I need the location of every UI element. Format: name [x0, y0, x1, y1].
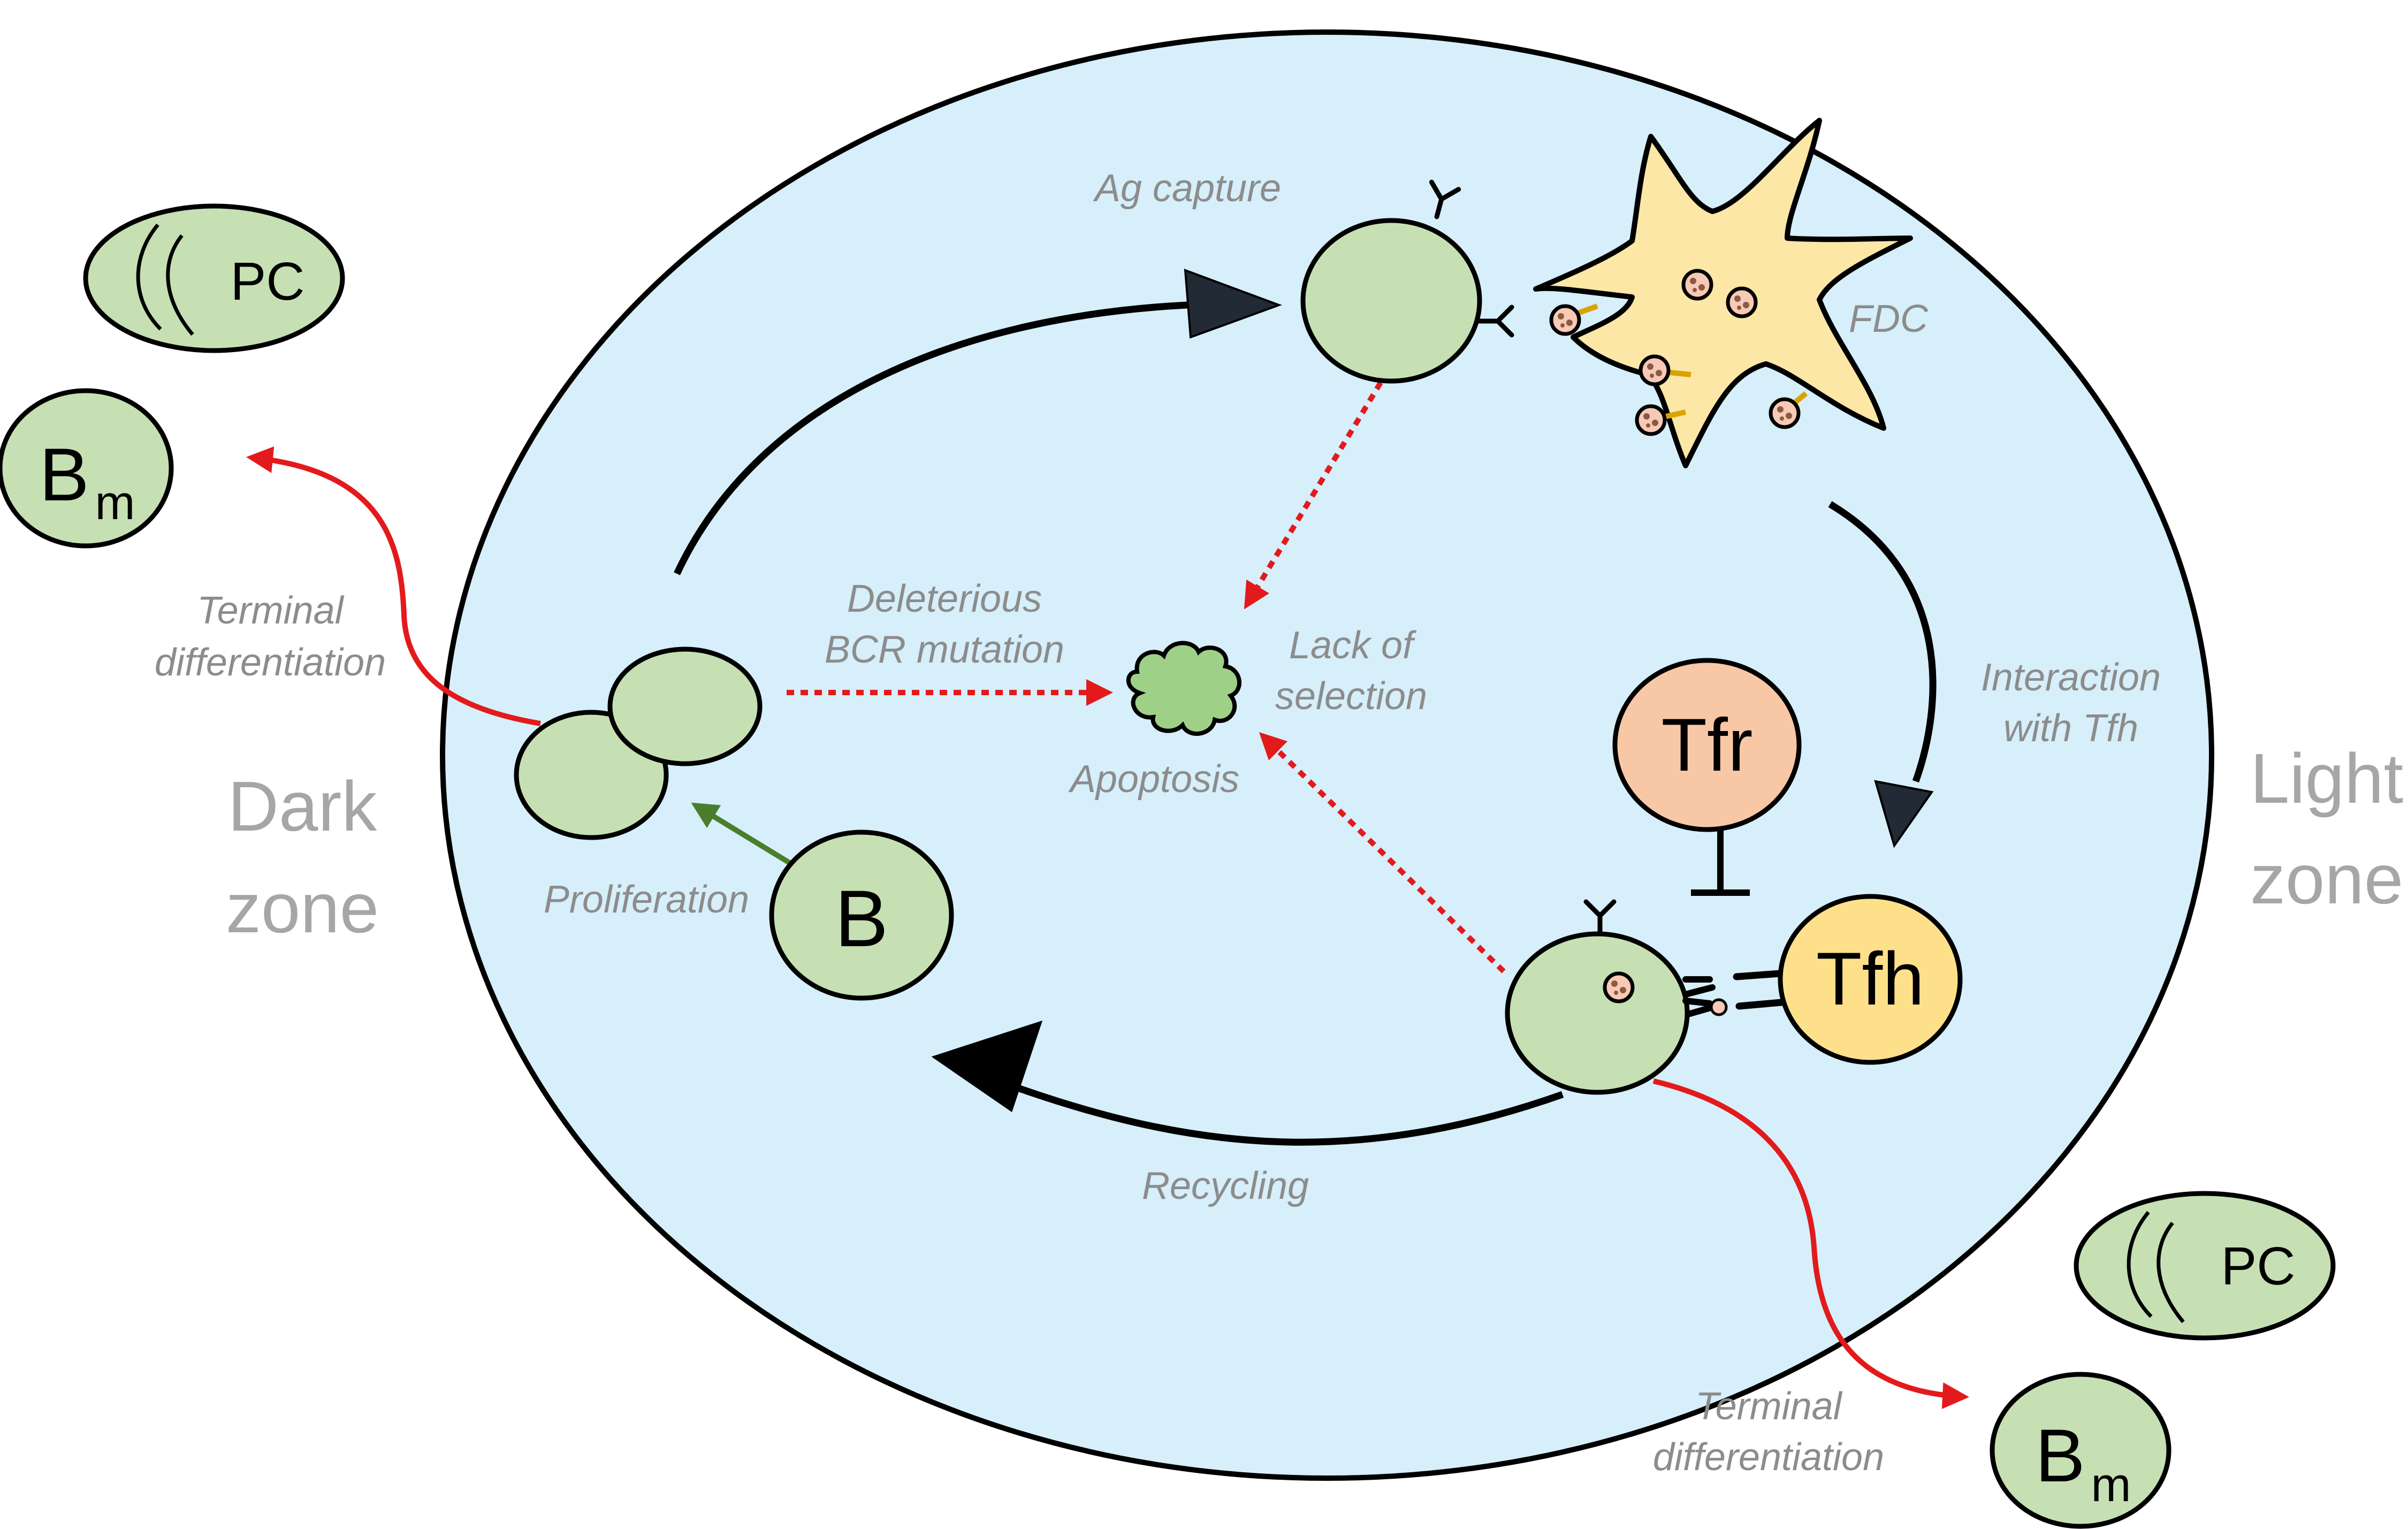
antigen-complex-icon — [1683, 271, 1711, 299]
memory-b-cell-right — [1990, 1372, 2171, 1529]
antigen-complex-icon — [1771, 399, 1799, 427]
pc-label-left: PC — [231, 252, 305, 311]
ag-capture-label: Ag capture — [1093, 167, 1281, 210]
antigen-complex-icon — [1641, 356, 1668, 384]
antigen-complex-icon — [1551, 306, 1579, 334]
mhc-contact — [1682, 976, 1716, 998]
terminal-diff-right-1: Terminal — [1695, 1385, 1842, 1428]
bm-sub-right: m — [2091, 1458, 2131, 1512]
lack-selection-label-2: selection — [1275, 675, 1427, 718]
apoptotic-body-icon — [1126, 641, 1241, 736]
light-zone-label: Light — [2250, 739, 2403, 818]
terminal-diff-right-2: differentiation — [1653, 1436, 1884, 1479]
pc-label-right: PC — [2221, 1236, 2296, 1296]
mhc-contact — [1682, 998, 1716, 1017]
interaction-arrowhead — [1874, 780, 1934, 848]
antigen-complex-icon — [1605, 973, 1633, 1001]
antigen-complex-icon — [1728, 288, 1756, 316]
recycling-arrow — [1004, 1080, 1564, 1146]
lack-selection-arrow — [1259, 732, 1506, 973]
tfr-cell — [1612, 658, 1802, 832]
terminal-diff-arrow-right — [1652, 1078, 1969, 1409]
ag-capture-arrow — [674, 300, 1215, 575]
interaction-label-2: with Tfh — [2003, 707, 2138, 750]
proliferation-label: Proliferation — [544, 878, 749, 921]
recycling-arrowhead — [931, 1020, 1043, 1113]
deleterious-label-1: Deleterious — [847, 577, 1042, 620]
terminal-diff-left-2: differentiation — [155, 641, 386, 684]
ag-capture-arrowhead — [1184, 269, 1282, 339]
bm-label-right: B — [2035, 1413, 2085, 1497]
ag-capture-b-cell — [1300, 218, 1482, 384]
deleterious-label-2: BCR mutation — [825, 628, 1064, 671]
proliferation-arrow — [691, 802, 794, 867]
terminal-diff-arrow-left — [246, 446, 541, 726]
apoptosis-label: Apoptosis — [1068, 758, 1239, 801]
inhibition-bar-icon — [1691, 827, 1750, 896]
germinal-center — [440, 29, 2214, 1481]
dark-zone-label-2: zone — [226, 869, 379, 947]
plasma-cell-er-icon — [2127, 1211, 2185, 1323]
selected-b-cell — [1505, 931, 1690, 1095]
recycling-label: Recycling — [1142, 1165, 1309, 1207]
b-cell-label: B — [835, 873, 888, 963]
interaction-arrow — [1828, 501, 1937, 783]
peptide-dot — [1710, 998, 1728, 1016]
lack-selection-label-1: Lack of — [1289, 624, 1417, 667]
memory-b-cell-left — [0, 388, 174, 549]
plasma-cell-er-icon — [136, 223, 194, 336]
ag-fail-arrow — [1244, 381, 1383, 610]
dark-zone-label: Dark — [228, 767, 378, 846]
fdc-label: FDC — [1849, 298, 1929, 340]
light-zone-label-2: zone — [2250, 840, 2403, 918]
tfr-label: Tfr — [1661, 703, 1752, 787]
terminal-diff-left-1: Terminal — [197, 589, 344, 632]
b-cell — [769, 830, 954, 1001]
interaction-label-1: Interaction — [1981, 656, 2161, 699]
antigen-complex-icon — [1637, 406, 1665, 434]
dividing-b-cell-upper — [607, 646, 763, 766]
tfh-label: Tfh — [1816, 937, 1924, 1021]
fdc-cell — [1533, 118, 1913, 468]
bm-sub-left: m — [95, 476, 135, 530]
bm-label-left: B — [39, 432, 89, 516]
tfh-cell — [1778, 894, 1963, 1065]
